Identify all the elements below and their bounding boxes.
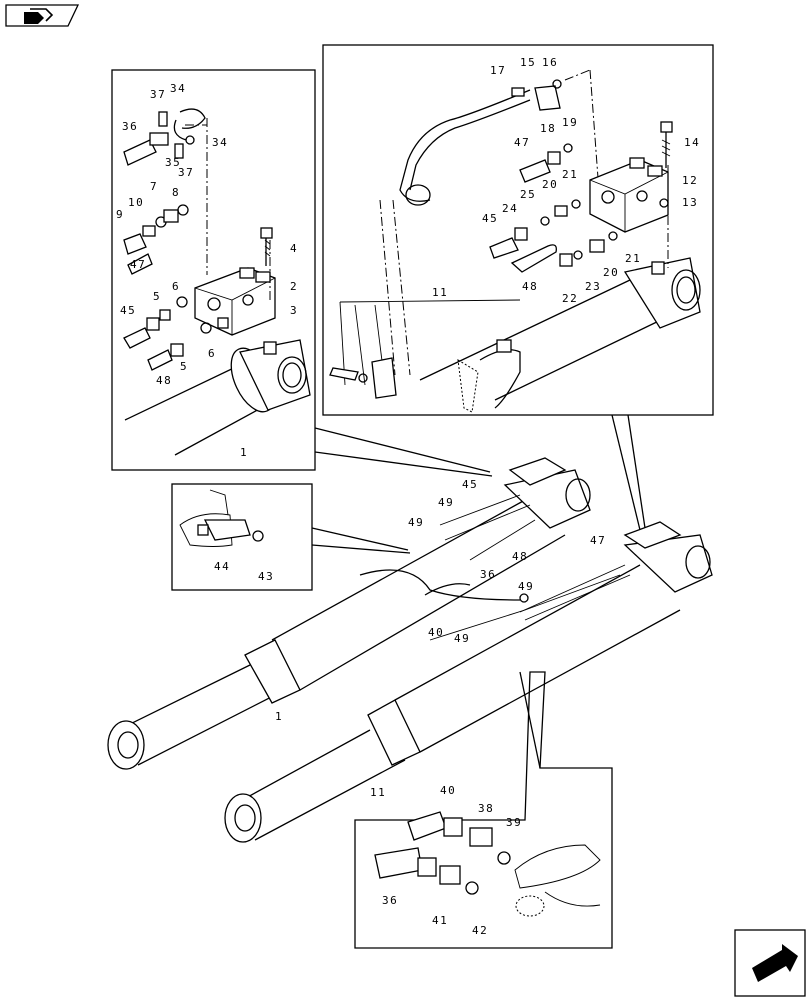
callout-label: 7 [150, 180, 158, 193]
detail-frame-bottom [354, 671, 613, 949]
callout-label: 45 [462, 478, 478, 491]
callout-label: 3 [290, 304, 298, 317]
callout-label: 36 [480, 568, 496, 581]
callout-label: 45 [482, 212, 498, 225]
callout-label: 34 [170, 82, 186, 95]
callout-label: 37 [150, 88, 166, 101]
callout-label: 20 [542, 178, 558, 191]
callout-label: 34 [212, 136, 228, 149]
callout-label: 49 [518, 580, 534, 593]
callout-label: 19 [562, 116, 578, 129]
book-navigation-icon[interactable] [5, 4, 80, 27]
callout-label: 1 [275, 710, 283, 723]
callout-label: 44 [214, 560, 230, 573]
callout-label: 41 [432, 914, 448, 927]
callout-label: 36 [122, 120, 138, 133]
callout-label: 8 [172, 186, 180, 199]
detail-frame-left [111, 69, 493, 477]
callout-label: 5 [180, 360, 188, 373]
callout-label: 11 [370, 786, 386, 799]
callout-label: 35 [165, 156, 181, 169]
callout-label: 11 [432, 286, 448, 299]
main-cylinder-assembly [107, 457, 713, 843]
callout-label: 48 [522, 280, 538, 293]
callout-label: 5 [153, 290, 161, 303]
callout-label: 9 [116, 208, 124, 221]
callout-label: 21 [562, 168, 578, 181]
callout-label: 2 [290, 280, 298, 293]
callout-label: 14 [684, 136, 700, 149]
callout-label: 12 [682, 174, 698, 187]
callout-label: 47 [514, 136, 530, 149]
detail-frame-clamp [171, 483, 411, 591]
callout-label: 49 [438, 496, 454, 509]
callout-label: 36 [382, 894, 398, 907]
callout-label: 1 [240, 446, 248, 459]
callout-label: 10 [128, 196, 144, 209]
callout-label: 43 [258, 570, 274, 583]
callout-label: 6 [172, 280, 180, 293]
callout-label: 23 [585, 280, 601, 293]
callout-label: 15 [520, 56, 536, 69]
callout-labels: 1 1 2 3 4 5 5 6 6 7 8 9 10 11 11 12 13 1… [116, 56, 700, 937]
next-page-arrow-icon[interactable] [734, 929, 806, 997]
callout-label: 47 [590, 534, 606, 547]
callout-label: 25 [520, 188, 536, 201]
callout-label: 48 [512, 550, 528, 563]
callout-label: 20 [603, 266, 619, 279]
callout-label: 18 [540, 122, 556, 135]
callout-label: 40 [428, 626, 444, 639]
callout-label: 4 [290, 242, 298, 255]
callout-label: 48 [156, 374, 172, 387]
callout-label: 21 [625, 252, 641, 265]
detail-frame-right [322, 44, 714, 531]
callout-label: 6 [208, 347, 216, 360]
callout-label: 37 [178, 166, 194, 179]
callout-label: 49 [454, 632, 470, 645]
callout-label: 24 [502, 202, 518, 215]
callout-label: 17 [490, 64, 506, 77]
callout-label: 42 [472, 924, 488, 937]
callout-label: 13 [682, 196, 698, 209]
callout-label: 39 [506, 816, 522, 829]
callout-label: 45 [120, 304, 136, 317]
callout-label: 16 [542, 56, 558, 69]
callout-label: 47 [130, 258, 146, 271]
callout-label: 22 [562, 292, 578, 305]
callout-label: 40 [440, 784, 456, 797]
callout-label: 49 [408, 516, 424, 529]
callout-label: 38 [478, 802, 494, 815]
leader-line [519, 671, 541, 769]
